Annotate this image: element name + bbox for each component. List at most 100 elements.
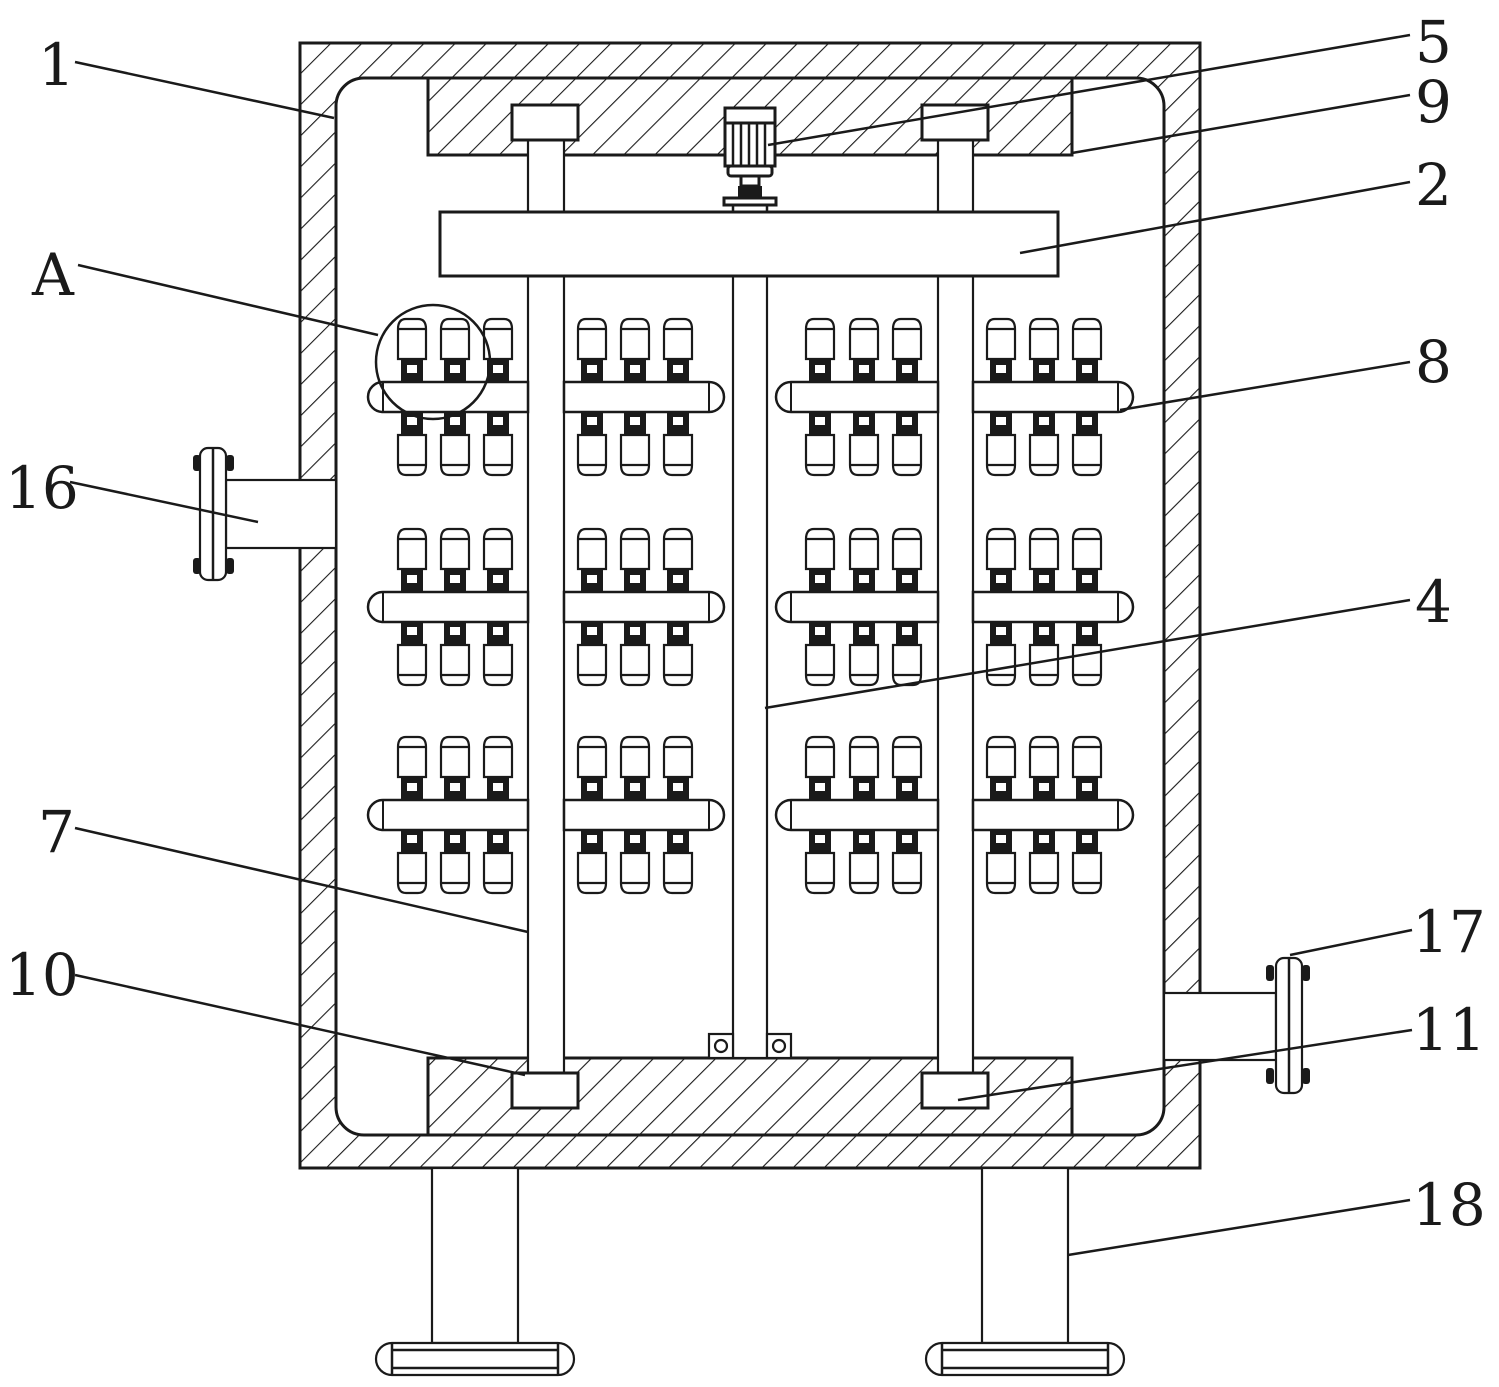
- nozzle: [662, 527, 694, 593]
- nozzle: [576, 527, 608, 593]
- nozzle: [576, 317, 608, 383]
- nozzle: [662, 735, 694, 801]
- nozzle: [804, 829, 836, 895]
- nozzle: [662, 829, 694, 895]
- label-11: 11: [1412, 996, 1486, 1064]
- nozzle-arm: [366, 735, 530, 895]
- nozzle: [848, 527, 880, 593]
- nozzle: [619, 527, 651, 593]
- nozzle: [1028, 527, 1060, 593]
- nozzle: [891, 317, 923, 383]
- nozzle-arm: [971, 735, 1135, 895]
- outer-shell: [298, 41, 1202, 1170]
- nozzle: [1071, 829, 1103, 895]
- nozzle: [439, 317, 471, 383]
- nozzle: [482, 735, 514, 801]
- nozzle: [439, 527, 471, 593]
- nozzle: [576, 735, 608, 801]
- label-17: 17: [1412, 898, 1486, 966]
- leader-lines: [69, 33, 1413, 1257]
- nozzle: [848, 621, 880, 687]
- nozzle: [985, 527, 1017, 593]
- arm-bar: [971, 798, 1135, 832]
- nozzle-arm-groups: [366, 317, 1135, 895]
- nozzle: [396, 411, 428, 477]
- nozzle: [662, 317, 694, 383]
- nozzle-arm: [366, 527, 530, 687]
- label-9: 9: [1415, 68, 1452, 136]
- nozzle: [396, 829, 428, 895]
- nozzle-arm: [562, 735, 726, 895]
- arm-bar: [562, 798, 726, 832]
- motor: [722, 106, 778, 212]
- nozzle: [891, 527, 923, 593]
- nozzle: [396, 317, 428, 383]
- leg-right: [980, 1166, 1070, 1345]
- nozzle-arm: [366, 317, 530, 477]
- nozzle: [891, 621, 923, 687]
- nozzle: [619, 411, 651, 477]
- outlet-pipe: [1162, 956, 1310, 1095]
- arm-bar: [971, 590, 1135, 624]
- nozzle: [985, 829, 1017, 895]
- nozzle: [804, 411, 836, 477]
- nozzle: [891, 829, 923, 895]
- nozzle: [985, 621, 1017, 687]
- arm-bar: [366, 798, 530, 832]
- arm-bar: [774, 590, 940, 624]
- bearing-bottom-left: [510, 1071, 580, 1110]
- nozzle: [439, 735, 471, 801]
- label-18: 18: [1412, 1171, 1486, 1239]
- label-4: 4: [1415, 568, 1452, 636]
- arm-bar: [774, 798, 940, 832]
- nozzle-arm: [774, 735, 940, 895]
- nozzle: [804, 735, 836, 801]
- nozzle: [482, 527, 514, 593]
- arm-bar: [562, 380, 726, 414]
- nozzle: [848, 829, 880, 895]
- nozzle-arm: [971, 527, 1135, 687]
- bearing-top-left: [510, 103, 580, 142]
- inlet-pipe: [193, 446, 338, 582]
- nozzle: [1028, 621, 1060, 687]
- bearing-bottom-right: [920, 1071, 990, 1110]
- label-1: 1: [38, 31, 75, 99]
- nozzle: [985, 317, 1017, 383]
- arm-bar: [562, 590, 726, 624]
- nozzle: [1071, 527, 1103, 593]
- nozzle: [804, 527, 836, 593]
- nozzle: [576, 829, 608, 895]
- nozzle: [482, 621, 514, 687]
- nozzle: [576, 621, 608, 687]
- nozzle: [1071, 317, 1103, 383]
- label-8: 8: [1415, 328, 1452, 396]
- nozzle-arm: [774, 527, 940, 687]
- rod-left: [526, 138, 566, 1077]
- arm-bar: [366, 590, 530, 624]
- nozzle: [396, 621, 428, 687]
- labels: 1 5 9 2 A 8 16 4 7 10 17 11 18: [5, 8, 1486, 1239]
- nozzle-arm: [562, 527, 726, 687]
- nozzle: [985, 735, 1017, 801]
- label-5: 5: [1415, 8, 1452, 76]
- nozzle: [804, 317, 836, 383]
- nozzle: [439, 829, 471, 895]
- label-16: 16: [5, 454, 79, 522]
- label-2: 2: [1415, 151, 1452, 219]
- nozzle: [985, 411, 1017, 477]
- crossbeam: [438, 210, 1060, 278]
- nozzle: [891, 735, 923, 801]
- nozzle: [482, 829, 514, 895]
- leg-left: [430, 1166, 520, 1345]
- nozzle: [482, 411, 514, 477]
- nozzle: [1028, 317, 1060, 383]
- nozzle: [619, 621, 651, 687]
- arm-bar: [366, 380, 530, 414]
- nozzle: [482, 317, 514, 383]
- nozzle: [439, 621, 471, 687]
- vertical-rods: [526, 138, 975, 1077]
- nozzle: [804, 621, 836, 687]
- nozzle: [1028, 411, 1060, 477]
- arm-bar: [774, 380, 940, 414]
- nozzle-arm: [971, 317, 1135, 477]
